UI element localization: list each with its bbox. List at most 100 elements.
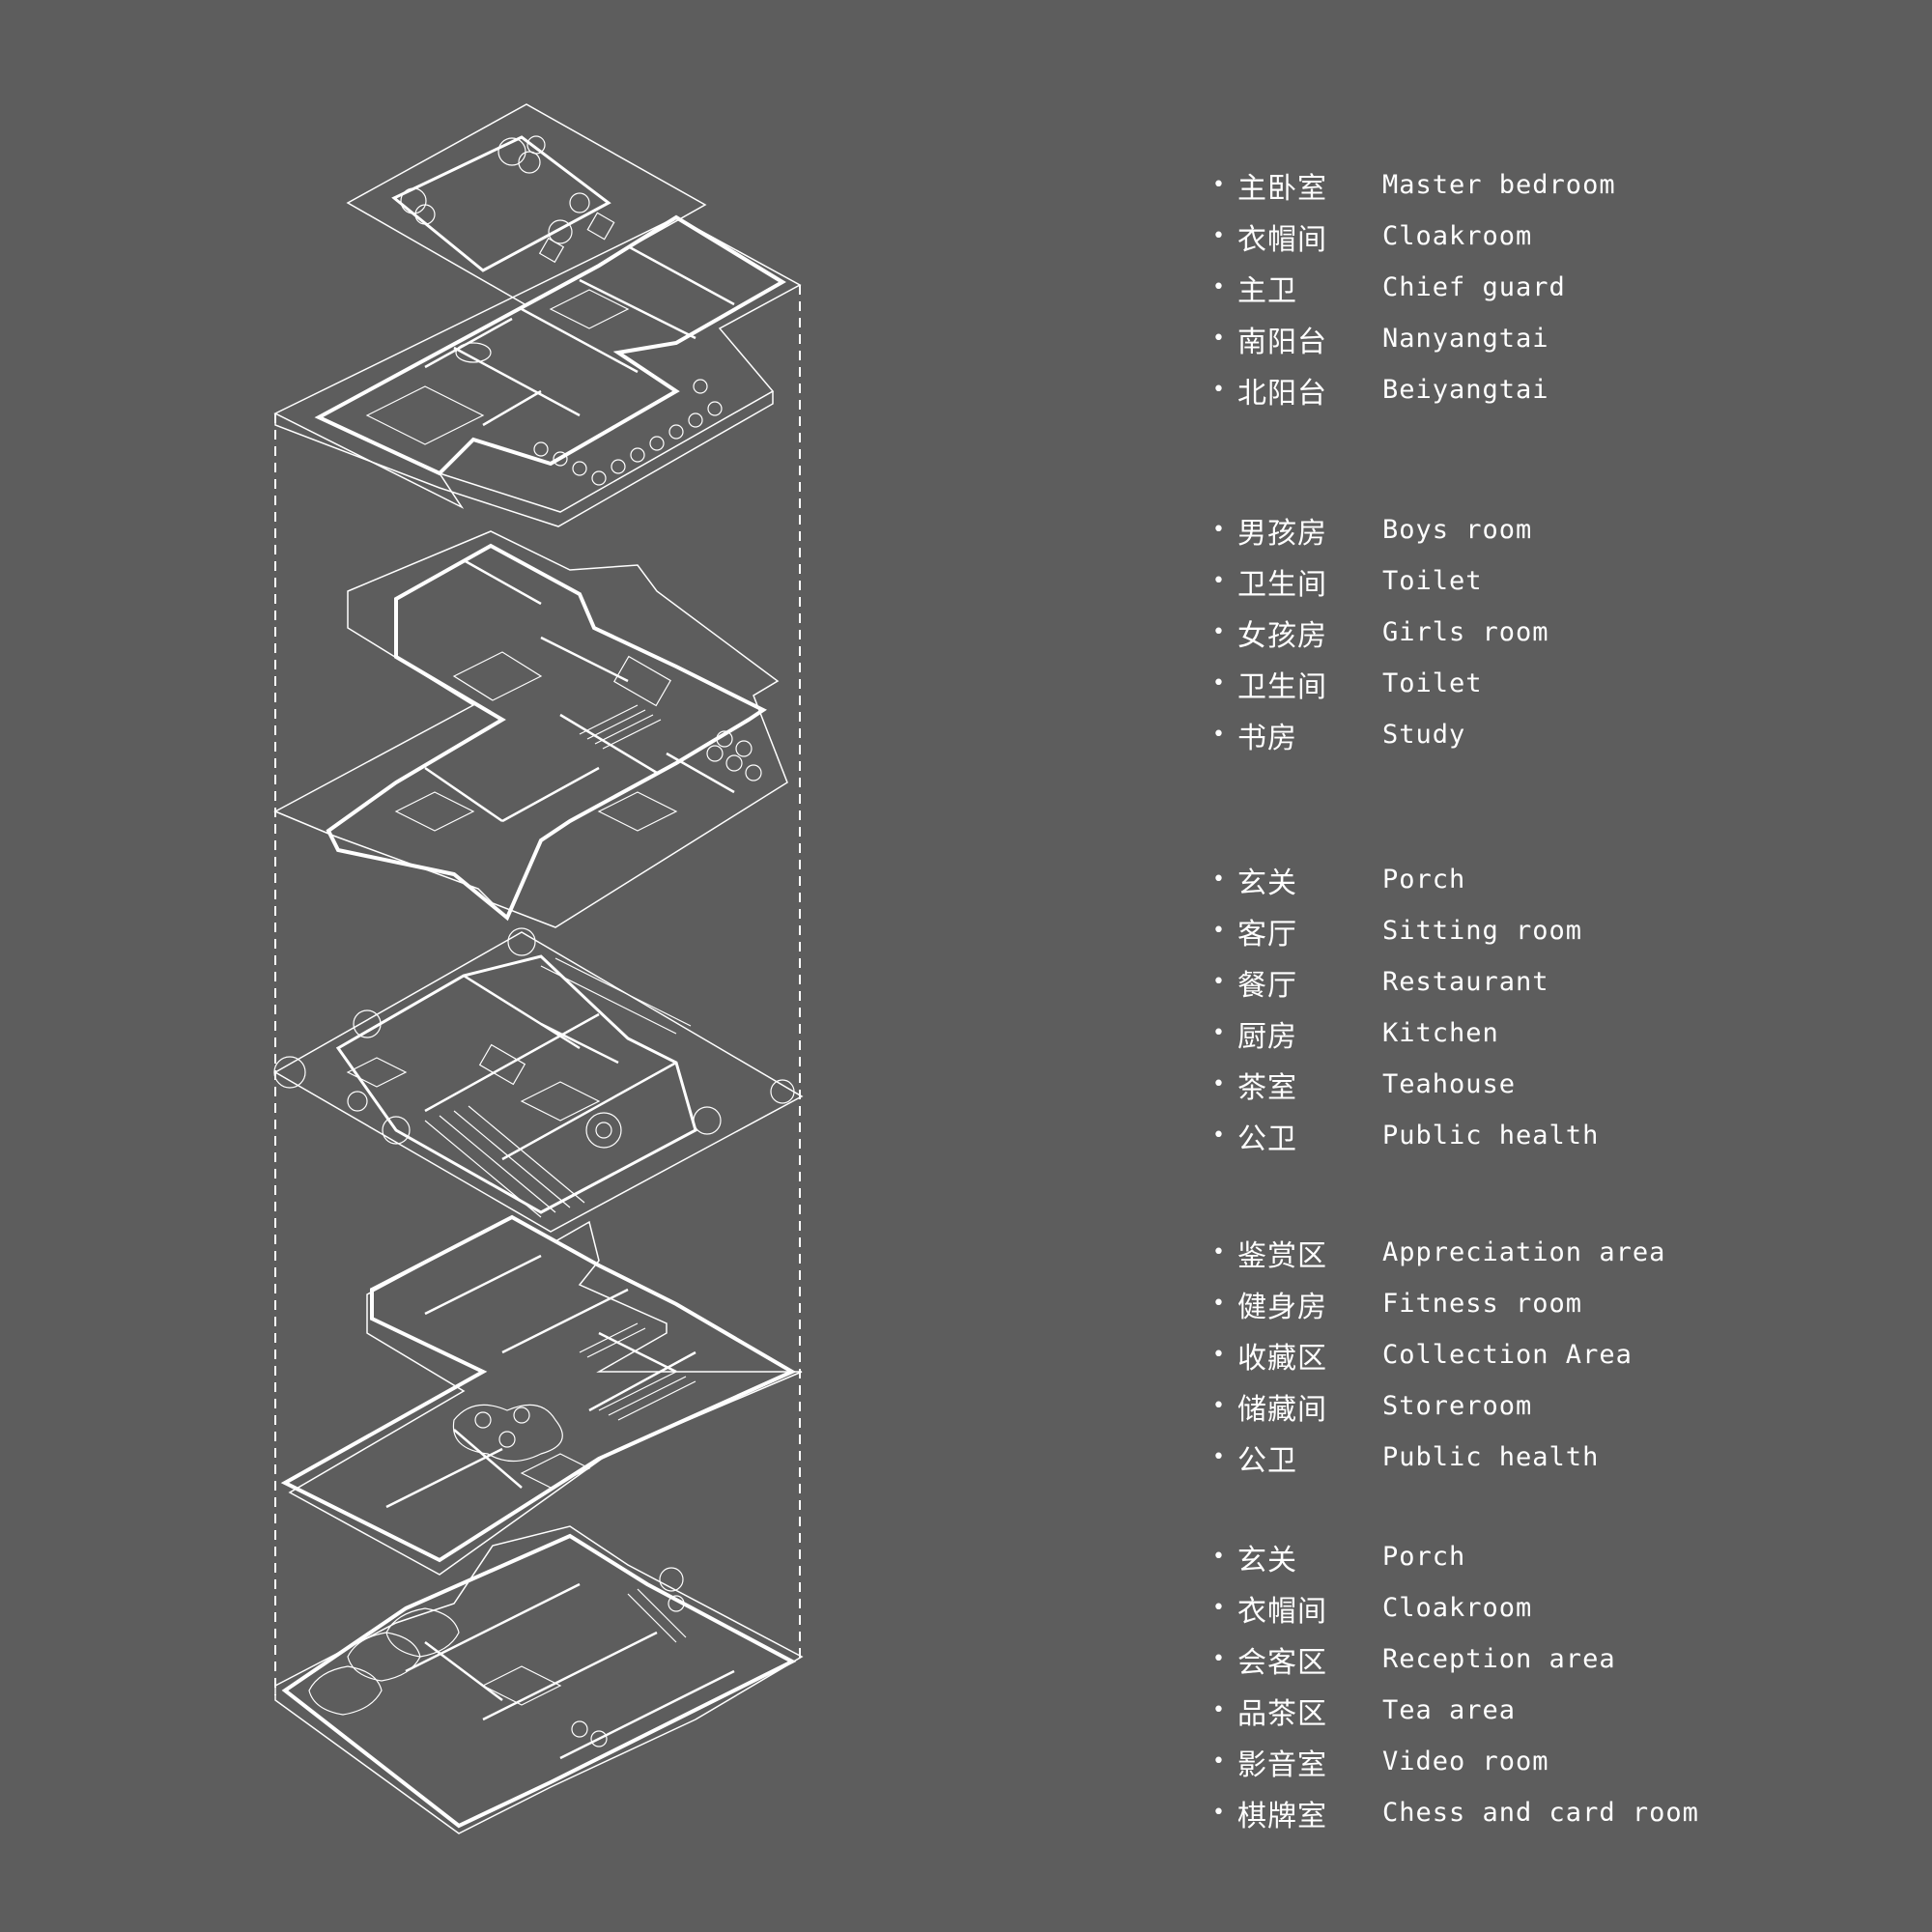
legend-zh: 客厅 xyxy=(1237,917,1297,952)
bullet-icon: • xyxy=(1212,722,1225,747)
floor-plan-living-floor xyxy=(273,927,804,1233)
legend-zh: 玄关 xyxy=(1237,866,1297,900)
legend-item: • 衣帽间 Cloakroom xyxy=(1212,211,1908,262)
legend-zh: 主卫 xyxy=(1237,273,1297,308)
legend-zh: 影音室 xyxy=(1237,1747,1327,1782)
legend-en: Porch xyxy=(1382,1542,1466,1572)
bullet-icon: • xyxy=(1212,1800,1225,1825)
bullet-icon: • xyxy=(1212,1393,1225,1418)
legend-item: • 客厅 Sitting room xyxy=(1212,905,1908,956)
legend-en: Public health xyxy=(1382,1442,1600,1472)
legend-en: Appreciation area xyxy=(1382,1237,1666,1267)
legend-en: Cloakroom xyxy=(1382,1593,1533,1623)
legend-en: Chief guard xyxy=(1382,272,1566,302)
bullet-icon: • xyxy=(1212,377,1225,402)
bullet-icon: • xyxy=(1212,1239,1225,1264)
floor-plan-lower-basement xyxy=(274,1525,804,1834)
exploded-axonometric-floor-plans xyxy=(273,103,804,1834)
bullet-icon: • xyxy=(1212,1122,1225,1148)
legend-item: • 女孩房 Girls room xyxy=(1212,607,1908,658)
legend-en: Girls room xyxy=(1382,617,1549,647)
legend-en: Sitting room xyxy=(1382,916,1583,946)
legend-item: • 棋牌室 Chess and card room xyxy=(1212,1787,1908,1838)
legend-zh: 收藏区 xyxy=(1237,1341,1327,1376)
legend-item: • 主卫 Chief guard xyxy=(1212,262,1908,313)
bullet-icon: • xyxy=(1212,1071,1225,1096)
bullet-icon: • xyxy=(1212,1646,1225,1671)
legend-item: • 公卫 Public health xyxy=(1212,1110,1908,1161)
legend-zh: 书房 xyxy=(1237,721,1297,755)
legend-zh: 女孩房 xyxy=(1237,618,1327,653)
legend-item: • 鉴赏区 Appreciation area xyxy=(1212,1227,1908,1278)
legend-item: • 书房 Study xyxy=(1212,709,1908,760)
bullet-icon: • xyxy=(1212,568,1225,593)
legend-en: Cloakroom xyxy=(1382,221,1533,251)
bullet-icon: • xyxy=(1212,1595,1225,1620)
bullet-icon: • xyxy=(1212,918,1225,943)
bullet-icon: • xyxy=(1212,670,1225,696)
legend-en: Nanyangtai xyxy=(1382,324,1549,354)
legend-zh: 北阳台 xyxy=(1237,376,1327,411)
legend-en: Toilet xyxy=(1382,566,1483,596)
legend-zh: 健身房 xyxy=(1237,1290,1327,1324)
legend-en: Study xyxy=(1382,720,1466,750)
legend-zh: 衣帽间 xyxy=(1237,222,1327,257)
legend-en: Collection Area xyxy=(1382,1340,1633,1370)
legend-zh: 主卧室 xyxy=(1237,171,1327,206)
vertical-connector-lines xyxy=(274,285,801,1695)
bullet-icon: • xyxy=(1212,1291,1225,1316)
floor-plan-children-floor xyxy=(273,530,788,928)
legend-zh: 卫生间 xyxy=(1237,669,1327,704)
legend-item: • 北阳台 Beiyangtai xyxy=(1212,364,1908,415)
legend-zh: 棋牌室 xyxy=(1237,1799,1327,1833)
bullet-icon: • xyxy=(1212,1544,1225,1569)
legend-group-master-floor: • 主卧室 Master bedroom • 衣帽间 Cloakroom • 主卫 Chie… xyxy=(1212,159,1908,415)
bullet-icon: • xyxy=(1212,223,1225,248)
legend-item: • 茶室 Teahouse xyxy=(1212,1059,1908,1110)
legend-zh: 会客区 xyxy=(1237,1645,1327,1680)
bullet-icon: • xyxy=(1212,1748,1225,1774)
legend-en: Kitchen xyxy=(1382,1018,1499,1048)
legend-en: Tea area xyxy=(1382,1695,1517,1725)
legend-zh: 鉴赏区 xyxy=(1237,1238,1327,1273)
legend-en: Porch xyxy=(1382,865,1466,895)
legend-zh: 男孩房 xyxy=(1237,516,1327,551)
legend-en: Beiyangtai xyxy=(1382,375,1549,405)
legend-en: Toilet xyxy=(1382,668,1483,698)
legend-item: • 南阳台 Nanyangtai xyxy=(1212,313,1908,364)
bullet-icon: • xyxy=(1212,1444,1225,1469)
floor-plan-basement xyxy=(280,1214,803,1576)
legend-item: • 卫生间 Toilet xyxy=(1212,658,1908,709)
legend-item: • 衣帽间 Cloakroom xyxy=(1212,1582,1908,1634)
bullet-icon: • xyxy=(1212,969,1225,994)
legend-en: Chess and card room xyxy=(1382,1798,1699,1828)
legend-en: Master bedroom xyxy=(1382,170,1616,200)
bullet-icon: • xyxy=(1212,326,1225,351)
legend-en: Public health xyxy=(1382,1121,1600,1151)
floor-plan-master-floor xyxy=(273,214,802,527)
legend-zh: 茶室 xyxy=(1237,1070,1297,1105)
legend-zh: 南阳台 xyxy=(1237,325,1327,359)
legend-zh: 公卫 xyxy=(1237,1122,1297,1156)
bullet-icon: • xyxy=(1212,274,1225,299)
room-legend: • 主卧室 Master bedroom • 衣帽间 Cloakroom • 主卫 Chie… xyxy=(1212,159,1908,1838)
legend-zh: 衣帽间 xyxy=(1237,1594,1327,1629)
bullet-icon: • xyxy=(1212,619,1225,644)
legend-en: Teahouse xyxy=(1382,1069,1517,1099)
